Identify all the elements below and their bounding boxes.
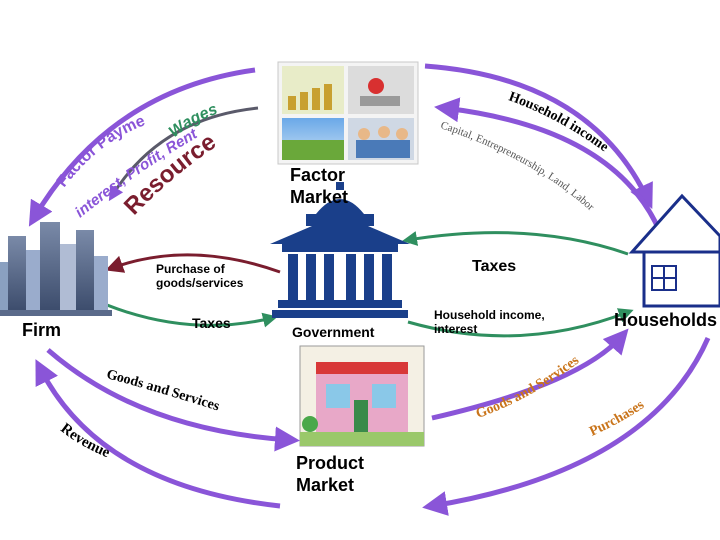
arrow-revenue — [35, 359, 281, 509]
house-icon — [628, 193, 720, 308]
firm-label: Firm — [22, 320, 62, 340]
goods-services-left-text: Goods and Services — [105, 367, 222, 414]
arrow-household-income-gov — [407, 308, 634, 338]
government-building-icon — [270, 182, 410, 318]
purchase-label: Purchase of goods/services — [156, 262, 244, 290]
factor-market-label: Factor Market — [290, 165, 349, 207]
product-market-label: Product Market — [296, 453, 365, 495]
arrow-goods-services-left — [46, 348, 300, 452]
factor-payments-text: Factor Payments — [0, 0, 147, 190]
taxes-left-label: Taxes — [192, 315, 231, 331]
arrow-purchase-goods — [105, 253, 281, 274]
store-clipart-icon — [299, 345, 425, 447]
households-label: Households — [614, 310, 718, 330]
arrow-resources-inner — [108, 106, 259, 202]
arrow-taxes-right — [402, 231, 629, 256]
arrow-goods-services-right — [431, 328, 629, 421]
arrow-taxes-left — [85, 294, 278, 328]
arrow-factor-payments — [28, 67, 256, 227]
arrow-purchases — [422, 336, 711, 516]
purchases-text: Purchases — [587, 397, 647, 439]
government-label: Government — [292, 324, 375, 340]
taxes-right-label: Taxes — [472, 258, 517, 275]
goods-services-right-text: Goods and Services — [474, 353, 582, 422]
arrow-household-income — [424, 63, 653, 210]
arrow-resources — [434, 97, 663, 233]
factor-photo-collage — [277, 61, 419, 165]
city-skyline-icon — [0, 222, 112, 316]
household-income-label: Household income, interest — [434, 308, 545, 336]
